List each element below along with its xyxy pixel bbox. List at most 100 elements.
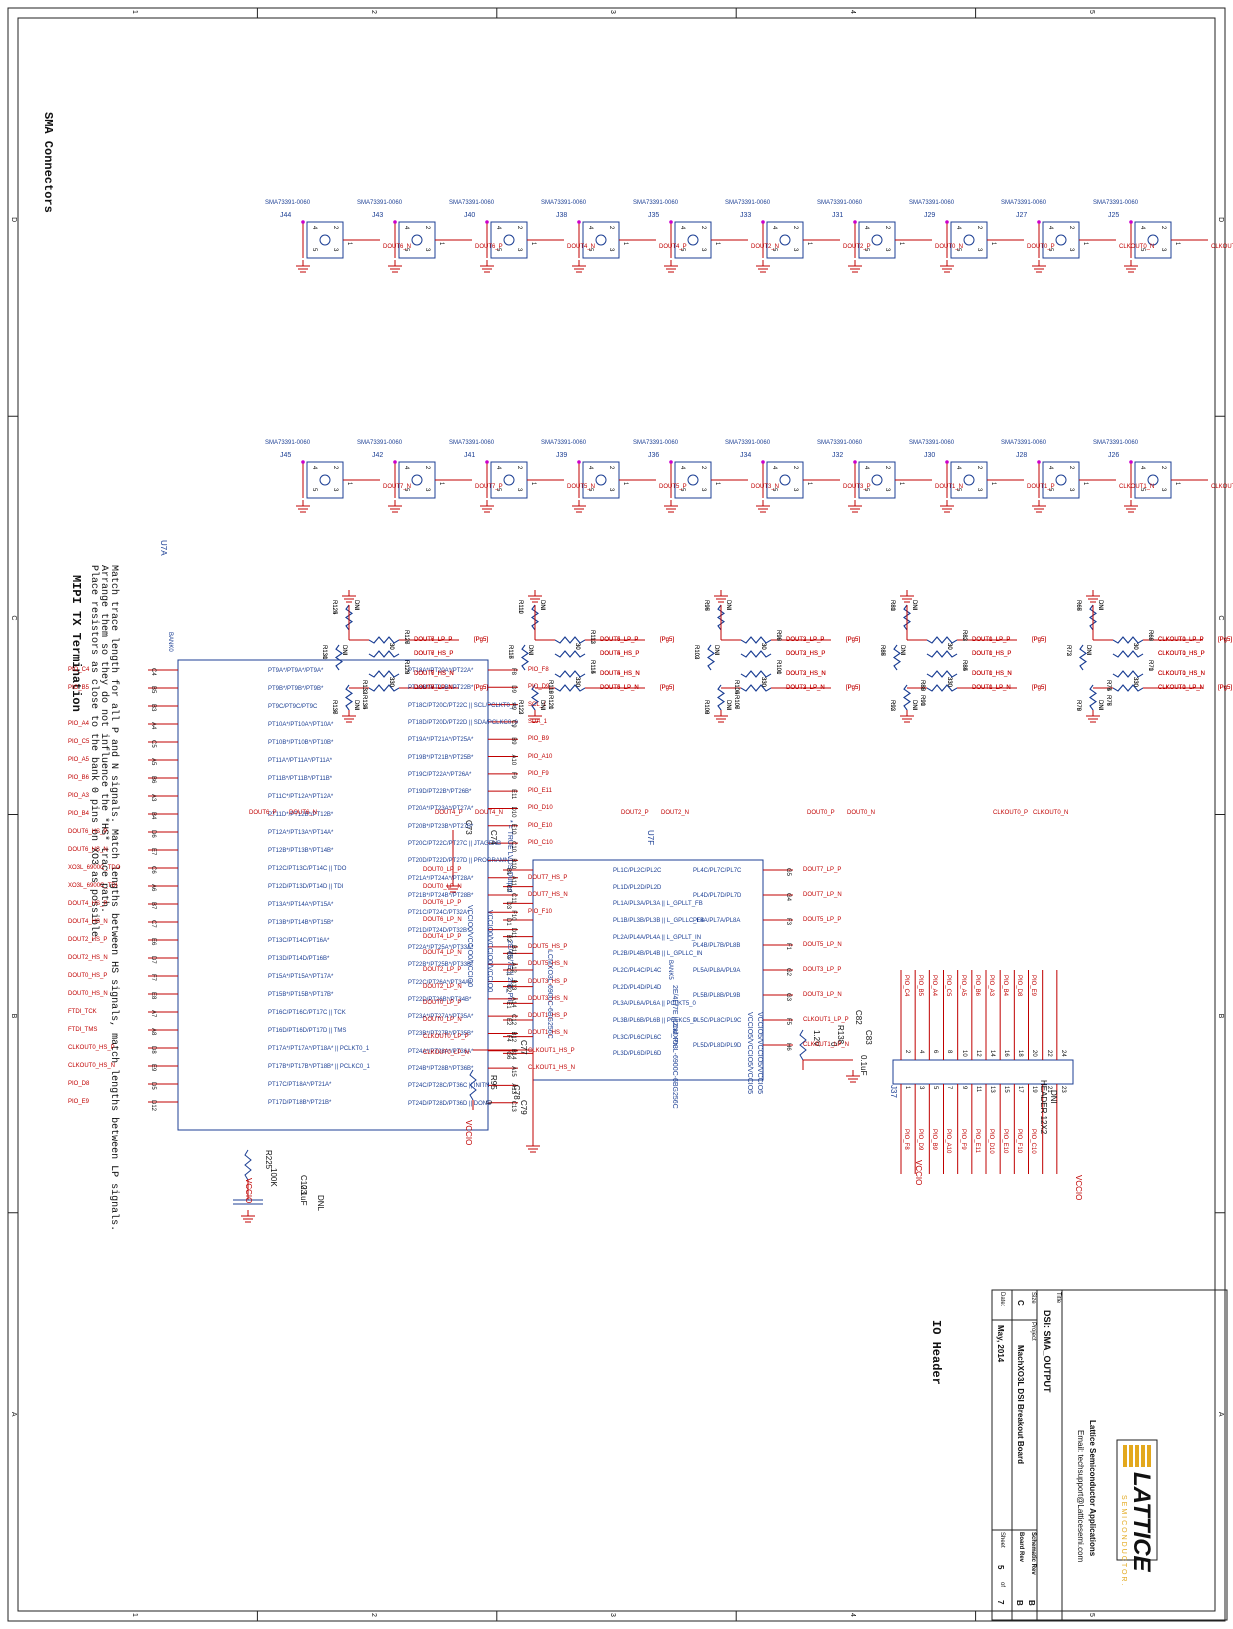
term-dup-3-ref-1: R114: [589, 660, 595, 674]
sma-bottom-sma-pin3-2: 3: [976, 248, 982, 252]
sma-top-sma-pin4-7: 4: [495, 466, 501, 470]
sma-top-sma-net-5: DOUT3_N: [751, 484, 780, 490]
sma-bottom-sma-junction-6: [577, 220, 581, 224]
u7a-left-pin-num: C7: [150, 920, 156, 928]
sma-bottom-sma-pin1-6: 1: [622, 242, 628, 246]
term-top-3-r-series-n: [554, 650, 586, 658]
u7f-left-net: DOUT6_LP_P: [423, 900, 462, 907]
term-dup-4-r-dni-b: [335, 644, 343, 671]
header-odd-net: PIO_C10: [1030, 1129, 1037, 1154]
term-dup-1-r-lp-p: [926, 670, 958, 678]
u7a-right-net: PIO_F9: [528, 770, 549, 777]
u7a-right-net: PIO_D10: [528, 805, 553, 812]
term-dup-2-sig-hs: DOUT2_HS_P: [786, 651, 826, 657]
sma-top-sma-pin2-7: 2: [516, 466, 522, 470]
u7a-right-func: PT20B*/PT23B*/PT27B*: [408, 823, 474, 830]
header-odd-net: PIO_F9: [959, 1129, 966, 1150]
term-dup-2-ref-5: R102: [693, 645, 699, 660]
zone-letter-bottom: A: [10, 1411, 17, 1417]
tb-project: MachXO3L DSI Breakout Board: [1016, 1345, 1025, 1464]
term-bottom-out-p-3: DOUT4_P: [435, 810, 463, 816]
sma-top-sma-part-4: SMA73391-0060: [725, 440, 771, 446]
sma-bottom-sma-pin2-7: 2: [516, 226, 522, 230]
term-dup-4-ref-1: R128: [403, 660, 409, 675]
tb-title: DSI: SMA_OUTPUT: [1042, 1310, 1052, 1393]
sma-top-sma-part-6: SMA73391-0060: [541, 440, 587, 446]
header-odd-pin: 3: [918, 1086, 925, 1090]
tb-schrev-label: Schematic Rev: [1030, 1532, 1036, 1575]
zone-number-left: 4: [848, 10, 856, 14]
sma-top-sma-ref-3: J32: [832, 452, 844, 459]
header-even-pin: 2: [904, 1050, 910, 1054]
u7a-left-pin-num: D5: [150, 1082, 156, 1090]
sma-bottom-sma-ref-1: J27: [1016, 212, 1028, 219]
term-dup-1-r-dni-b: [893, 644, 901, 671]
sma-bottom-sma-pin4-2: 4: [955, 226, 961, 230]
term-dup-1-ref-2: R88: [919, 680, 925, 692]
sma-top-sma-pin4-4: 4: [771, 466, 777, 470]
u7a-left-pin-num: D7: [150, 956, 156, 964]
term-dup-2-sig-lpn: DOUT2_LP_N: [786, 685, 825, 691]
u7a-left-net: PIO_A5: [68, 757, 90, 763]
u7f-left-func: PL2B/PL4B/PL4B || L_GPLLC_IN: [613, 951, 703, 958]
u7a-right-pin-num: A9: [510, 702, 516, 710]
term-dup-0-r-lp-p: [1112, 670, 1144, 678]
u7a-right-pin-num: E10: [510, 823, 516, 835]
term-bottom-out-p-2: DOUT2_P: [621, 810, 649, 816]
term-dup-0-ref-2: R74: [1105, 680, 1111, 692]
term-dup-1-dni-c: DNI: [911, 700, 917, 711]
u7a-left-func: PT9B*/PT9B*/PT9B*: [268, 686, 324, 692]
logo-wordmark: LATTICE: [1128, 1472, 1155, 1572]
term-dup-0-ref-3: R76: [1105, 695, 1111, 707]
term-top-2-r-series-p: [740, 636, 772, 644]
term-top-0-r-lp-n: [1112, 684, 1144, 692]
dnl-label: DNL: [316, 1195, 325, 1212]
sma-top-sma-pin2-5: 2: [700, 466, 706, 470]
sma-top-sma-pin3-5: 3: [700, 488, 706, 492]
u7a-left-net: CLKOUT0_HS_P: [68, 1045, 115, 1051]
term-dup-2-r-dni-c: [717, 684, 725, 711]
sma-bottom-sma-net-1: CLKOUT0_N: [1119, 244, 1155, 250]
term-top-1-r-series-p: [926, 636, 958, 644]
u7a-left-func: PT10B*/PT10B*/PT10B*: [268, 740, 334, 746]
term-dup-0-dni-c: DNI: [1097, 700, 1103, 711]
header-even-net: PIO_A5: [959, 975, 966, 997]
sma-bottom-sma-junction-0: [1129, 220, 1133, 224]
sma-top-sma-net-1: CLKOUT1_N: [1119, 484, 1155, 490]
u7a-left-func: PT15A*/PT15A*/PT17A*: [268, 974, 334, 980]
header-even-net: PIO_D8: [1016, 975, 1023, 997]
u7a-right-func: PT19D/PT22B*/PT26B*: [408, 789, 472, 796]
term-dup-3-pg-ref-a: [Pg5]: [660, 637, 675, 643]
sma-bottom-sma-part-5: SMA73391-0060: [633, 200, 679, 206]
u7a-left-func: PT16C/PT16C/PT17C || TCK: [268, 1010, 346, 1016]
header-odd-pin: 5: [932, 1086, 939, 1090]
header-even-net: PIO_B4: [1002, 975, 1009, 997]
sma-top-sma-part-3: SMA73391-0060: [817, 440, 863, 446]
sma-top-sma-center-3: [871, 474, 883, 486]
term-dup-4-r-series-val: 30: [388, 643, 394, 650]
term-bottom-out-n-2: DOUT2_N: [661, 810, 690, 816]
term-dup-4-sig-hs: DOUT6_HS_P: [414, 651, 454, 657]
sma-top-sma-pin5-9: 5: [311, 488, 317, 492]
u7a-right-pin-num: C10: [510, 841, 516, 853]
header-even-net: PIO_A3: [988, 975, 994, 997]
u7a-left-func: PT17B*/PT17B*/PT18B* || PCLKC0_1: [268, 1064, 370, 1070]
u7a-left-net: PIO_C4: [68, 667, 90, 673]
logo-frame: [1116, 1439, 1158, 1561]
sma-top-sma-pin4-2: 4: [955, 466, 961, 470]
u7a-right-func: PT19C/PT22A*/PT26A*: [408, 771, 472, 778]
term-dup-4-ref-3: R134: [361, 695, 367, 710]
term-dup-4-ref-6: R136: [331, 700, 337, 715]
term-top-3-r-lp-n: [554, 684, 586, 692]
term-dup-1-r-series-p: [926, 636, 958, 644]
u7a-left-func: PT13C/PT14C/PT16A*: [268, 938, 330, 944]
sma-bottom-sma-ref-2: J29: [924, 212, 936, 219]
u7a-left-net: XO3L_6900C_TDO: [68, 865, 121, 871]
term-dup-2-pg-ref-b: [Pg5]: [846, 685, 861, 691]
sma-bottom-sma-pin2-0: 2: [1160, 226, 1166, 230]
note-line-3: Match trace length for all P and N signa…: [108, 565, 119, 1232]
tb-sheet: 5: [996, 1565, 1005, 1570]
zone-letter-bottom: B: [10, 1013, 17, 1019]
zone-letter-bottom: C: [10, 615, 17, 621]
header-odd-pin: 7: [946, 1086, 953, 1090]
